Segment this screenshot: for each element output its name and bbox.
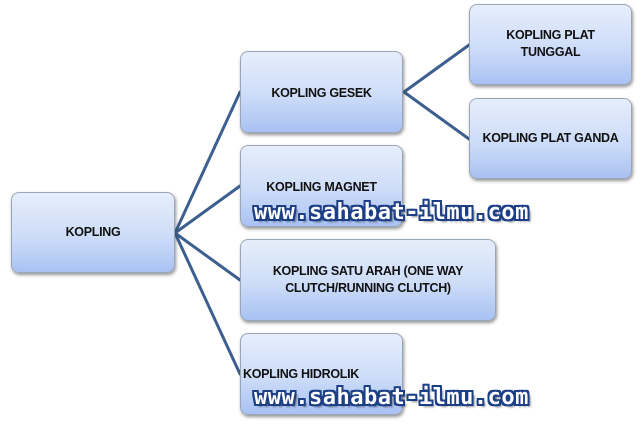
- node-kopling-satu-arah: KOPLING SATU ARAH (ONE WAY CLUTCH/RUNNIN…: [240, 239, 496, 321]
- node-label: KOPLING GESEK: [271, 86, 372, 100]
- connector-root-magnet: [173, 184, 242, 235]
- node-kopling-magnet: KOPLING MAGNET: [240, 145, 403, 227]
- node-kopling-root: KOPLING: [11, 192, 175, 273]
- connector-gesek-plat-ganda: [402, 90, 471, 141]
- node-label: KOPLING PLAT TUNGGAL: [506, 28, 595, 59]
- node-kopling-gesek: KOPLING GESEK: [240, 51, 403, 133]
- node-kopling-plat-ganda: KOPLING PLAT GANDA: [469, 98, 632, 179]
- watermark-text: www.sahabat-ilmu.com: [254, 385, 529, 410]
- node-label: KOPLING MAGNET: [266, 180, 377, 194]
- connector-root-gesek: [173, 90, 242, 235]
- node-label: KOPLING SATU ARAH (ONE WAY CLUTCH/RUNNIN…: [272, 264, 464, 295]
- connector-gesek-plat-tunggal: [402, 43, 471, 94]
- node-label: KOPLING: [65, 225, 121, 239]
- node-kopling-plat-tunggal: KOPLING PLAT TUNGGAL: [469, 4, 632, 85]
- connector-root-satu-arah: [173, 231, 242, 282]
- watermark-text: www.sahabat-ilmu.com: [254, 200, 529, 225]
- node-label: KOPLING HIDROLIK: [243, 367, 360, 381]
- node-label: KOPLING PLAT GANDA: [482, 131, 619, 145]
- node-kopling-hidrolik: KOPLING HIDROLIK: [240, 333, 403, 415]
- connector-root-hidrolik: [173, 231, 242, 376]
